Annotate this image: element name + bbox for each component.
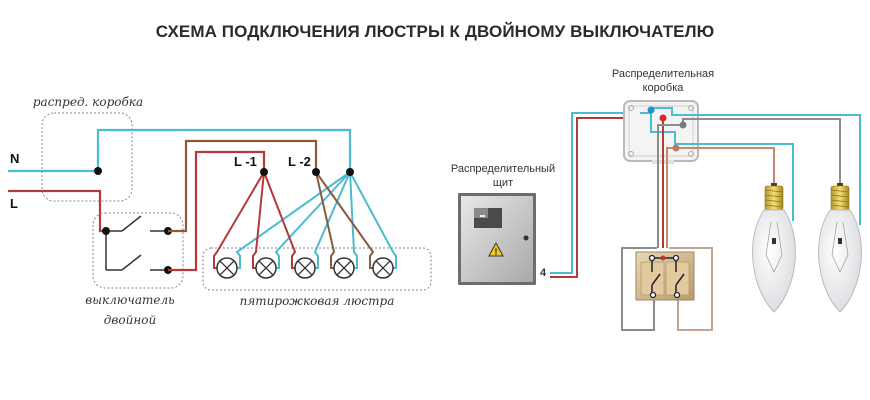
distribution-panel: !: [458, 193, 536, 285]
switch-label-line1: выключатель: [85, 293, 174, 307]
lamp-cross-icon: [294, 257, 316, 279]
phase-wire: [8, 189, 106, 233]
lamp-cross-icon: [255, 257, 277, 279]
junction-box-label: распред. коробка: [33, 95, 143, 109]
line2-wire: [168, 139, 318, 233]
chandelier-wires: [213, 171, 397, 269]
box-brown-dot: [672, 144, 680, 152]
lamp-cross-icon: [216, 257, 238, 279]
box-phase-dot: [659, 114, 667, 122]
neutral-to-bulb1: [650, 113, 794, 221]
chandelier-lamps: [216, 257, 394, 279]
wire-n-label: N: [10, 151, 19, 166]
lamp-neutral-wire: [274, 171, 351, 269]
right-scheme: Распределительный щит ! 4 Распределитель…: [451, 68, 862, 331]
neutral-wire: [8, 128, 352, 173]
junction-box-outline: [41, 112, 133, 202]
box-label-line1: Распределительная: [612, 68, 714, 80]
chandelier-label: пятирожковая люстра: [240, 294, 395, 308]
box-neutral-dot: [647, 106, 655, 114]
panel-lock: [523, 235, 529, 241]
switch-grey-loop: [621, 247, 657, 331]
lamp-phase-wire: [315, 171, 375, 269]
left-scheme: распред. коробка N L выключатель двойной: [8, 95, 432, 327]
switch-label-line2: двойной: [104, 313, 156, 327]
candle-bulb-icon: [818, 183, 862, 313]
lamp-neutral-wire: [349, 171, 397, 269]
panel-terminal-label: 4: [540, 267, 547, 279]
svg-text:!: !: [495, 247, 498, 257]
line2-junction-dot: [312, 168, 320, 176]
lamp-phase-wire: [252, 171, 265, 269]
neutral-chandelier-dot: [346, 168, 354, 176]
switch-box-outline: [92, 212, 184, 289]
lamp-neutral-wire: [349, 171, 358, 269]
panel-phase-wire: [550, 117, 663, 278]
warning-triangle-icon: !: [488, 241, 504, 257]
line1-label: L -1: [234, 154, 257, 169]
lamp-cross-icon: [372, 257, 394, 279]
box-grey-dot: [679, 121, 687, 129]
line1-junction-dot: [260, 168, 268, 176]
line2-label: L -2: [288, 154, 311, 169]
double-switch-icon: [635, 251, 695, 301]
lamp-cross-icon: [333, 257, 355, 279]
line1-wire: [168, 150, 266, 272]
neutral-junction-dot: [94, 167, 102, 175]
diagram-title: СХЕМА ПОДКЛЮЧЕНИЯ ЛЮСТРЫ К ДВОЙНОМУ ВЫКЛ…: [155, 22, 715, 41]
panel-neutral-wire: [550, 112, 640, 274]
bulbs: [752, 183, 862, 313]
wire-l-label: L: [10, 196, 18, 211]
panel-label-line2: щит: [493, 177, 513, 189]
lamp-phase-wire: [315, 171, 336, 269]
candle-bulb-icon: [752, 183, 796, 313]
lamp-neutral-wire: [235, 171, 351, 269]
switch-input-dot: [102, 227, 110, 235]
lamp-phase-wire: [263, 171, 297, 269]
lamp-phase-wire: [213, 171, 265, 269]
panel-label-line1: Распределительный: [451, 163, 555, 175]
double-switch-symbol: [105, 215, 168, 271]
switch-brown-loop: [669, 247, 713, 331]
box-label-line2: коробка: [643, 82, 685, 94]
lamp-neutral-wire: [313, 171, 351, 269]
